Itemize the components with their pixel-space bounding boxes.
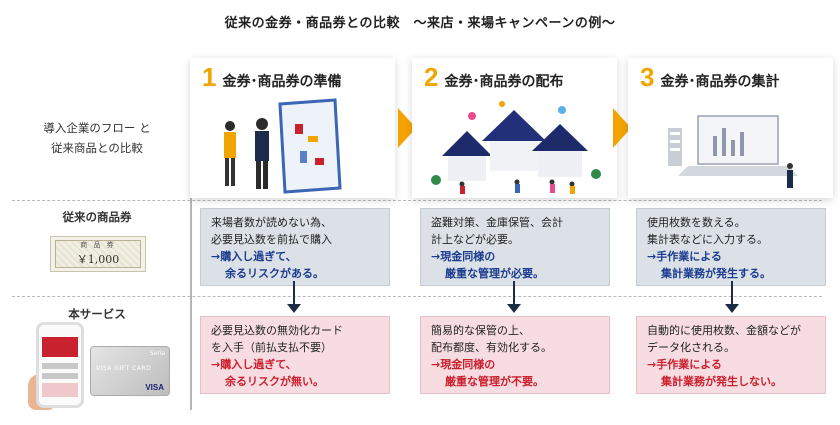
left-label-new: 本サービス bbox=[68, 307, 126, 321]
step-label-2: 金券･商品券の配布 bbox=[444, 74, 564, 90]
new-box-1-result1: →購入し過ぎて、 bbox=[211, 358, 297, 371]
left-label-flow-line2: 従来商品との比較 bbox=[51, 141, 143, 155]
new-box-aggregation: 自動的に使用枚数、金額などが データ化される。 →手作業による 集計業務が発生し… bbox=[636, 316, 826, 394]
old-box-preparation: 来場者数が読めない為、 必要見込数を前払で購入 →購入し過ぎて、 余るリスクがあ… bbox=[200, 208, 390, 286]
old-box-distribution: 盗難対策、金庫保管、会計 計上などが必要。 →現金同様の 厳重な管理が必要。 bbox=[420, 208, 610, 286]
new-box-1-result2: 余るリスクが無い。 bbox=[225, 375, 324, 388]
left-label-flow: 導入企業のフロー と 従来商品との比較 bbox=[22, 118, 172, 158]
step-label-3: 金券･商品券の集計 bbox=[660, 74, 780, 90]
step-label-1: 金券･商品券の準備 bbox=[222, 74, 342, 90]
row-divider-2 bbox=[12, 296, 822, 297]
new-box-2-line2: 配布都度、有効化する。 bbox=[431, 341, 552, 354]
old-box-3-line2: 集計表などに入力する。 bbox=[647, 233, 768, 246]
gift-certificate-title: 商 品 券 bbox=[80, 241, 116, 249]
old-box-1-result2: 余るリスクがある。 bbox=[225, 267, 324, 280]
old-box-3-result1: →手作業による bbox=[647, 250, 722, 263]
step-card-2: 2 金券･商品券の配布 bbox=[412, 58, 617, 198]
step-arrow-1 bbox=[398, 108, 416, 148]
step-card-1: 1 金券･商品券の準備 bbox=[190, 58, 395, 198]
new-box-2-result1: →現金同様の bbox=[431, 358, 496, 371]
gift-card-brand: Seria bbox=[149, 350, 165, 357]
visa-logo: VISA bbox=[145, 383, 164, 392]
vertical-divider bbox=[190, 58, 192, 410]
step-header-2: 2 金券･商品券の配布 bbox=[424, 62, 563, 93]
row-divider-1 bbox=[12, 200, 822, 201]
new-box-3-result1: →手作業による bbox=[647, 358, 722, 371]
old-box-aggregation: 使用枚数を数える。 集計表などに入力する。 →手作業による 集計業務が発生する。 bbox=[636, 208, 826, 286]
old-box-3-result2: 集計業務が発生する。 bbox=[661, 267, 771, 280]
step-number-3: 3 bbox=[640, 62, 655, 92]
new-box-2-result2: 厳重な管理が不要。 bbox=[445, 375, 544, 388]
new-box-distribution: 簡易的な保管の上、 配布都度、有効化する。 →現金同様の 厳重な管理が不要。 bbox=[420, 316, 610, 394]
new-box-1-line2: を入手（前払支払不要） bbox=[211, 341, 332, 354]
smartphone-image bbox=[36, 322, 84, 408]
new-box-3-line1: 自動的に使用枚数、金額などが bbox=[647, 324, 801, 337]
gift-card-image: Seria VISA GIFT CARD VISA bbox=[90, 346, 170, 396]
new-box-3-line2: データ化される。 bbox=[647, 341, 735, 354]
step-header-3: 3 金券･商品券の集計 bbox=[640, 62, 779, 93]
down-arrow-2 bbox=[507, 281, 521, 313]
new-box-preparation: 必要見込数の無効化カード を入手（前払支払不要） →購入し過ぎて、 余るリスクが… bbox=[200, 316, 390, 394]
left-label-old: 従来の商品券 bbox=[62, 210, 132, 224]
old-box-1-line2: 必要見込数を前払で購入 bbox=[211, 233, 332, 246]
down-arrow-1 bbox=[287, 281, 301, 313]
gift-certificate-image: 商 品 券 ￥1,000 bbox=[50, 236, 146, 272]
old-box-1-result1: →購入し過ぎて、 bbox=[211, 250, 297, 263]
left-label-flow-line1: 導入企業のフロー と bbox=[43, 121, 151, 135]
step-number-2: 2 bbox=[424, 62, 439, 92]
old-box-3-line1: 使用枚数を数える。 bbox=[647, 216, 746, 229]
page-title: 従来の金券・商品券との比較 ～来店・来場キャンペーンの例～ bbox=[224, 16, 616, 31]
old-box-2-result1: →現金同様の bbox=[431, 250, 496, 263]
new-box-2-line1: 簡易的な保管の上、 bbox=[431, 324, 530, 337]
old-box-2-line1: 盗難対策、金庫保管、会計 bbox=[431, 216, 563, 229]
step-card-3: 3 金券･商品券の集計 bbox=[628, 58, 833, 198]
step-arrow-2 bbox=[613, 108, 631, 148]
preparation-illustration bbox=[224, 98, 342, 194]
gift-certificate-amount: ￥1,000 bbox=[76, 253, 120, 266]
distribution-illustration bbox=[431, 101, 601, 194]
new-box-1-line1: 必要見込数の無効化カード bbox=[211, 324, 343, 337]
old-box-2-result2: 厳重な管理が必要。 bbox=[445, 267, 544, 280]
old-box-1-line1: 来場者数が読めない為、 bbox=[211, 216, 332, 229]
gift-card-label: VISA GIFT CARD bbox=[96, 365, 152, 372]
down-arrow-3 bbox=[725, 281, 739, 313]
step-number-1: 1 bbox=[202, 62, 217, 92]
new-box-3-result2: 集計業務が発生しない。 bbox=[661, 375, 782, 388]
old-box-2-line2: 計上などが必要。 bbox=[431, 233, 519, 246]
step-header-1: 1 金券･商品券の準備 bbox=[202, 62, 341, 93]
aggregation-illustration bbox=[668, 115, 798, 188]
